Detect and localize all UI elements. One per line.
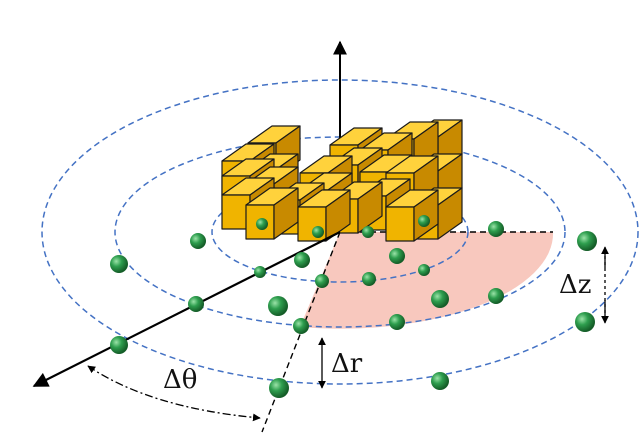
sample-point-sphere: [110, 255, 128, 273]
sample-point-sphere: [190, 233, 206, 249]
sample-point-sphere: [256, 218, 268, 230]
sample-point-sphere: [418, 264, 430, 276]
sample-point-sphere: [312, 226, 324, 238]
radial-axis: [32, 231, 341, 387]
sample-point-sphere: [389, 248, 405, 264]
sample-point-sphere: [488, 288, 504, 304]
dtheta-label: Δθ: [163, 365, 197, 395]
sample-point-sphere: [269, 378, 289, 398]
sample-point-sphere: [431, 290, 449, 308]
voxel-cube-group: [221, 119, 463, 242]
dr-label: Δr: [331, 349, 363, 379]
sample-point-sphere: [188, 296, 204, 312]
orbit-outer: [41, 79, 639, 385]
orbit-inner: [211, 181, 469, 283]
voxel-cube-face: [385, 206, 415, 242]
sample-point-sphere: [389, 314, 405, 330]
sample-point-sphere: [418, 215, 430, 227]
sample-point-sphere: [268, 296, 288, 316]
sample-point-sphere: [254, 266, 266, 278]
sector-edge-angular: [261, 231, 341, 433]
voxel-cube-face: [325, 189, 351, 242]
sample-point-sphere: [431, 372, 449, 390]
sample-point-sphere: [362, 226, 374, 238]
sample-point-group: [110, 215, 597, 398]
sample-point-sphere: [488, 221, 504, 237]
sample-point-sphere: [315, 274, 329, 288]
sample-point-sphere: [110, 336, 128, 354]
sample-point-sphere: [577, 231, 597, 251]
sample-point-sphere: [362, 272, 376, 286]
dz-label: Δz: [559, 270, 591, 300]
voxel-cube-face: [437, 187, 463, 240]
dtheta-arc: [87, 365, 261, 422]
sample-point-sphere: [575, 312, 595, 332]
voxel-cube-face: [357, 181, 383, 234]
sample-point-sphere: [294, 252, 310, 268]
highlighted-sector: [300, 232, 554, 329]
sample-point-sphere: [293, 318, 309, 334]
